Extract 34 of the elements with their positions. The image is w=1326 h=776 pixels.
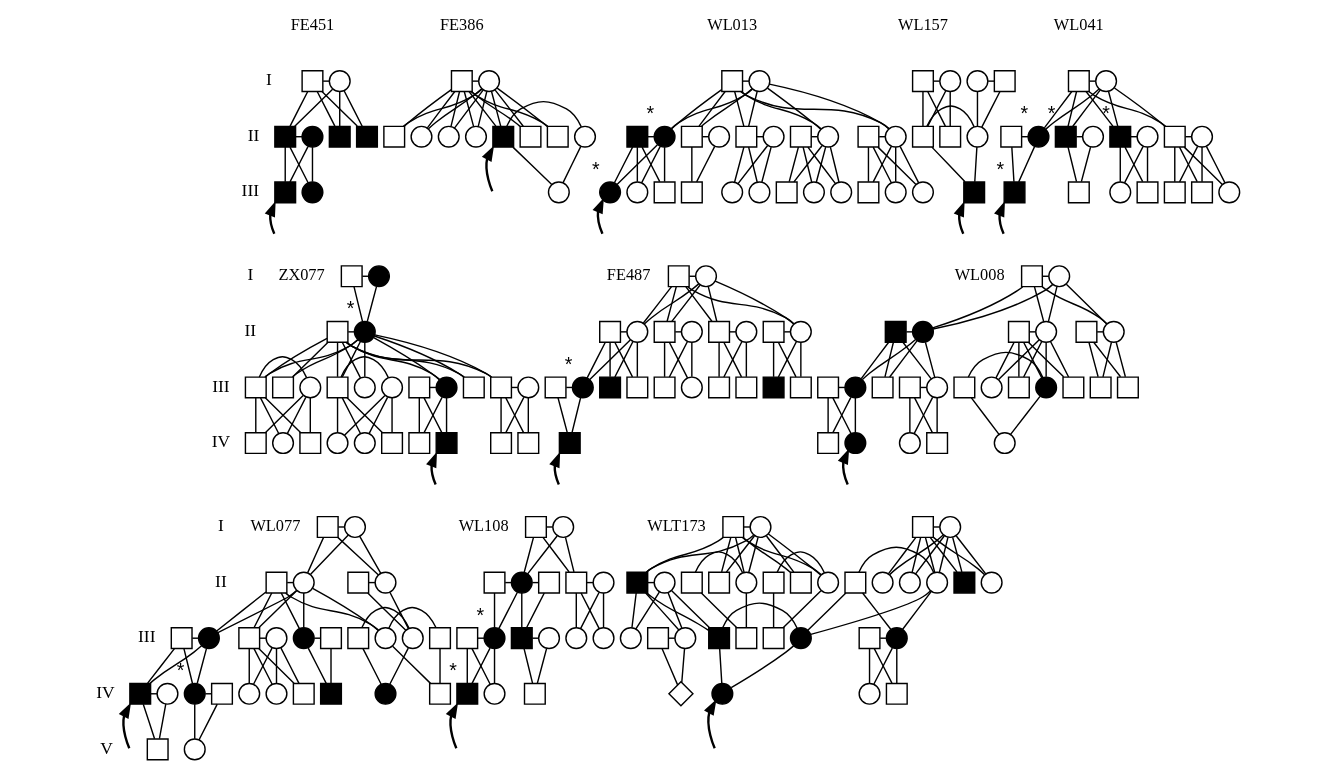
node-label: *: [1020, 102, 1028, 125]
label: V: [99, 737, 113, 758]
node-label: *: [176, 659, 184, 682]
node-label: *: [448, 659, 457, 682]
label: III: [241, 180, 259, 201]
label: II: [247, 124, 259, 145]
label: I: [217, 515, 224, 536]
label: III: [137, 626, 155, 647]
label: II: [244, 320, 256, 340]
label: WL077: [249, 515, 300, 535]
node-label: *: [646, 102, 654, 125]
label: IV: [95, 681, 115, 702]
node-label: *: [1101, 102, 1110, 125]
label: IV: [211, 431, 230, 452]
label: WL108: [458, 515, 509, 535]
label: WL008: [954, 265, 1005, 285]
label: WL013: [706, 14, 757, 34]
node-label: *: [1047, 102, 1055, 125]
node-label: *: [476, 603, 484, 626]
label: ZX077: [277, 265, 325, 285]
label: II: [214, 570, 227, 591]
label: FE451: [290, 14, 334, 34]
node-label: *: [591, 157, 600, 180]
node-label: *: [346, 297, 354, 320]
node-label: *: [996, 157, 1004, 180]
label: WL041: [1053, 14, 1104, 34]
label: III: [211, 375, 230, 396]
label: WL157: [897, 14, 948, 34]
node-label: *: [564, 352, 572, 375]
label: I: [246, 264, 253, 285]
label: I: [265, 69, 272, 90]
label: FE386: [439, 14, 484, 34]
label: FE487: [606, 265, 650, 285]
label: WLT173: [646, 515, 706, 535]
